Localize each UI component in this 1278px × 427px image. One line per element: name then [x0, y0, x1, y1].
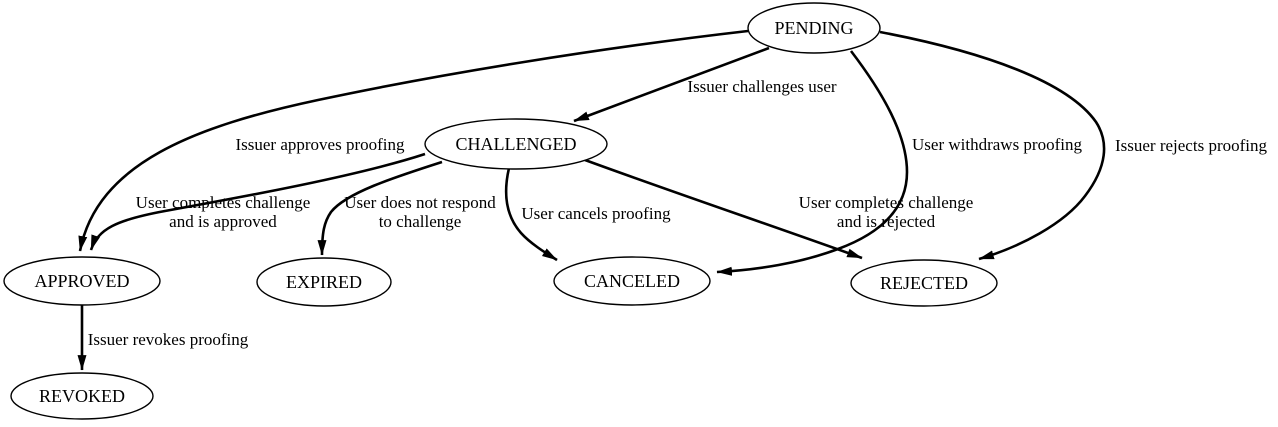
edge-challenged-expired — [317, 160, 443, 256]
node-expired: EXPIRED — [256, 257, 392, 307]
edge-label-pending-canceled-line1: User withdraws proofing — [912, 135, 1082, 154]
node-expired-label: EXPIRED — [286, 272, 362, 292]
node-expired-ellipse — [256, 257, 392, 307]
node-rejected-label: REJECTED — [880, 273, 968, 293]
edge-label-challenged-expired-line1: User does not respond — [344, 193, 496, 212]
edge-label-pending-rejected-line1: Issuer rejects proofing — [1115, 136, 1268, 155]
node-canceled-label: CANCELED — [584, 271, 680, 291]
edge-label-challenged-expired-line2: to challenge — [379, 212, 462, 231]
node-rejected-ellipse — [850, 259, 998, 307]
edge-pending-challenged — [573, 46, 770, 123]
edge-pending-canceled — [716, 50, 909, 276]
edge-label-challenged-rejected-line1: User completes challenge — [799, 193, 974, 212]
node-pending: PENDING — [747, 2, 881, 54]
node-challenged: CHALLENGED — [424, 118, 608, 170]
node-challenged-ellipse — [424, 118, 608, 170]
node-approved: APPROVED — [3, 256, 161, 306]
node-canceled-ellipse — [553, 256, 711, 306]
nodes-layer: PENDING CHALLENGED APPROVED EXPIRED CANCELED… — [3, 2, 998, 420]
node-approved-ellipse — [3, 256, 161, 306]
node-revoked: REVOKED — [10, 372, 154, 420]
edge-pending-rejected — [879, 30, 1106, 261]
node-revoked-label: REVOKED — [39, 386, 125, 406]
edge-challenged-canceled — [504, 167, 558, 262]
node-revoked-ellipse — [10, 372, 154, 420]
edge-label-pending-approved-line1: Issuer approves proofing — [235, 135, 405, 154]
node-canceled: CANCELED — [553, 256, 711, 306]
edge-label-challenged-approved-line2: and is approved — [169, 212, 277, 231]
node-challenged-label: CHALLENGED — [456, 134, 577, 154]
node-pending-label: PENDING — [775, 18, 854, 38]
edge-label-pending-challenged-line1: Issuer challenges user — [687, 77, 837, 96]
edge-label-challenged-canceled-line1: User cancels proofing — [521, 204, 671, 223]
node-approved-label: APPROVED — [34, 271, 129, 291]
edge-label-challenged-approved-line1: User completes challenge — [136, 193, 311, 212]
edge-label-approved-revoked-line1: Issuer revokes proofing — [88, 330, 249, 349]
edge-pending-approved — [78, 29, 749, 252]
edge-challenged-rejected — [584, 158, 863, 260]
node-pending-ellipse — [747, 2, 881, 54]
edge-challenged-approved — [89, 152, 426, 251]
node-rejected: REJECTED — [850, 259, 998, 307]
